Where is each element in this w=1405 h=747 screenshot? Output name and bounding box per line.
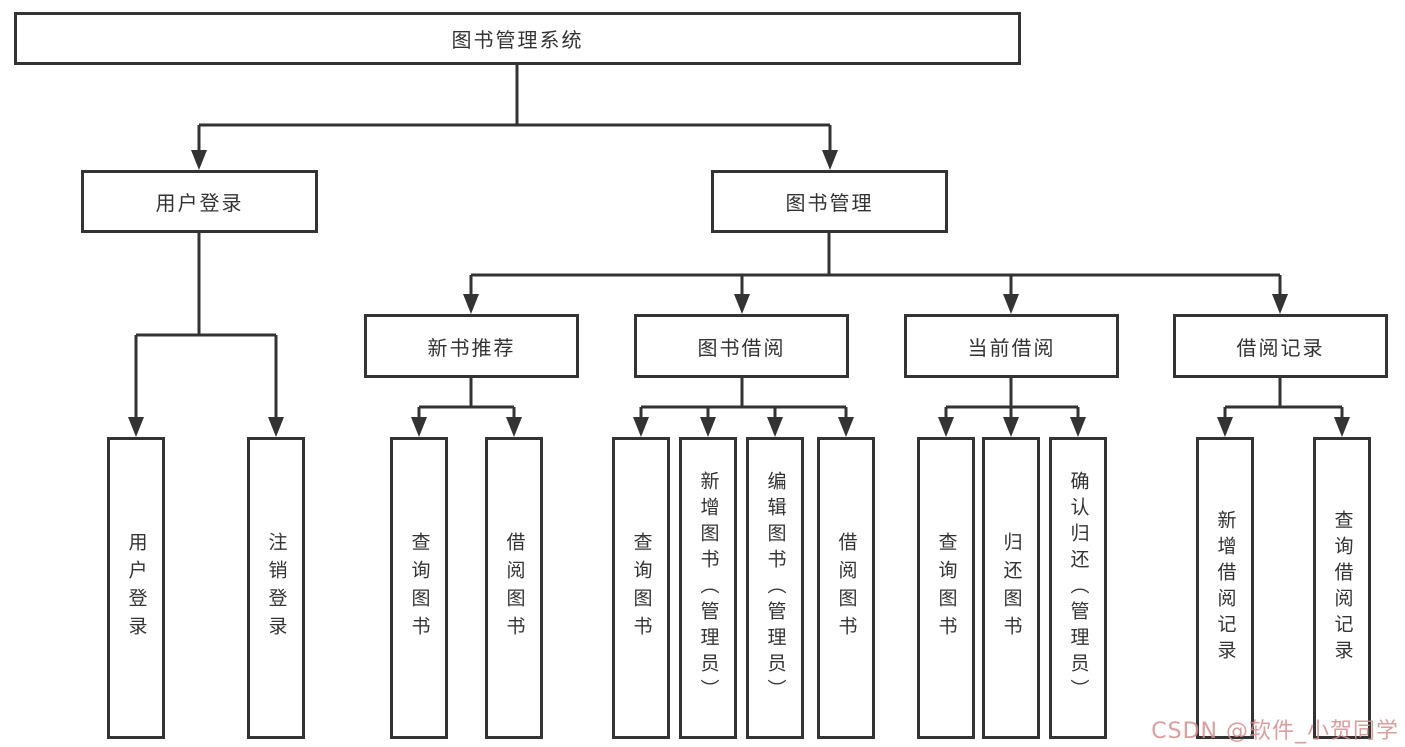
node-new-book-recommend-label: 新书推荐 [427, 335, 516, 360]
node-book-management-label: 图书管理 [785, 191, 874, 215]
node-root-label: 图书管理系统 [451, 28, 584, 52]
leaf-user-login-label: 用户登录 [125, 532, 148, 644]
leaf-bb-edit-books-admin-label: 编辑图书（管理员） [764, 471, 787, 705]
leaf-logout: 注销登录 [247, 437, 305, 739]
node-current-borrow: 当前借阅 [904, 314, 1119, 378]
leaf-cb-query-books: 查询图书 [917, 437, 975, 739]
leaf-br-add-record: 新增借阅记录 [1196, 437, 1254, 739]
connector-user-login [134, 233, 278, 420]
leaf-nbr-query-books-label: 查询图书 [408, 532, 431, 644]
connector-book-borrow [639, 378, 848, 420]
leaf-nbr-borrow-books-label: 借阅图书 [503, 532, 526, 644]
leaf-cb-query-books-label: 查询图书 [935, 532, 958, 644]
leaf-bb-borrow-books: 借阅图书 [817, 437, 875, 739]
csdn-watermark: CSDN @软件_小贺同学 [1151, 719, 1399, 744]
node-book-borrow: 图书借阅 [634, 314, 849, 378]
node-user-login: 用户登录 [81, 170, 318, 233]
arrowheads [128, 150, 1350, 437]
leaf-bb-add-books-admin: 新增图书（管理员） [679, 437, 737, 739]
node-user-login-label: 用户登录 [155, 191, 244, 215]
node-root: 图书管理系统 [14, 12, 1021, 65]
node-borrow-records: 借阅记录 [1173, 314, 1388, 378]
connector-current-borrow [944, 378, 1080, 420]
leaf-bb-add-books-admin-label: 新增图书（管理员） [697, 471, 720, 705]
leaf-cb-confirm-return-admin: 确认归还（管理员） [1049, 437, 1107, 739]
leaf-logout-label: 注销登录 [265, 532, 288, 644]
leaf-bb-borrow-books-label: 借阅图书 [835, 532, 858, 644]
leaf-bb-edit-books-admin: 编辑图书（管理员） [746, 437, 804, 739]
leaf-nbr-query-books: 查询图书 [390, 437, 448, 739]
leaf-user-login: 用户登录 [107, 437, 165, 739]
leaf-br-add-record-label: 新增借阅记录 [1214, 510, 1237, 666]
node-book-borrow-label: 图书借阅 [697, 335, 786, 360]
connector-book-mgmt [469, 233, 1282, 297]
connector-borrow-records [1223, 378, 1344, 420]
leaf-cb-return-books: 归还图书 [982, 437, 1040, 739]
leaf-cb-return-books-label: 归还图书 [1000, 532, 1023, 644]
leaf-br-query-record: 查询借阅记录 [1313, 437, 1371, 739]
leaf-br-query-record-label: 查询借阅记录 [1331, 510, 1354, 666]
connector-new-book-rec [417, 378, 516, 420]
leaf-bb-query-books-label: 查询图书 [630, 532, 653, 644]
node-borrow-records-label: 借阅记录 [1236, 335, 1325, 360]
connector-root [197, 65, 832, 152]
leaf-bb-query-books: 查询图书 [612, 437, 670, 739]
node-current-borrow-label: 当前借阅 [967, 335, 1056, 360]
leaf-cb-confirm-return-admin-label: 确认归还（管理员） [1067, 471, 1090, 705]
node-book-management: 图书管理 [711, 170, 948, 233]
leaf-nbr-borrow-books: 借阅图书 [485, 437, 543, 739]
node-new-book-recommend: 新书推荐 [364, 314, 579, 378]
